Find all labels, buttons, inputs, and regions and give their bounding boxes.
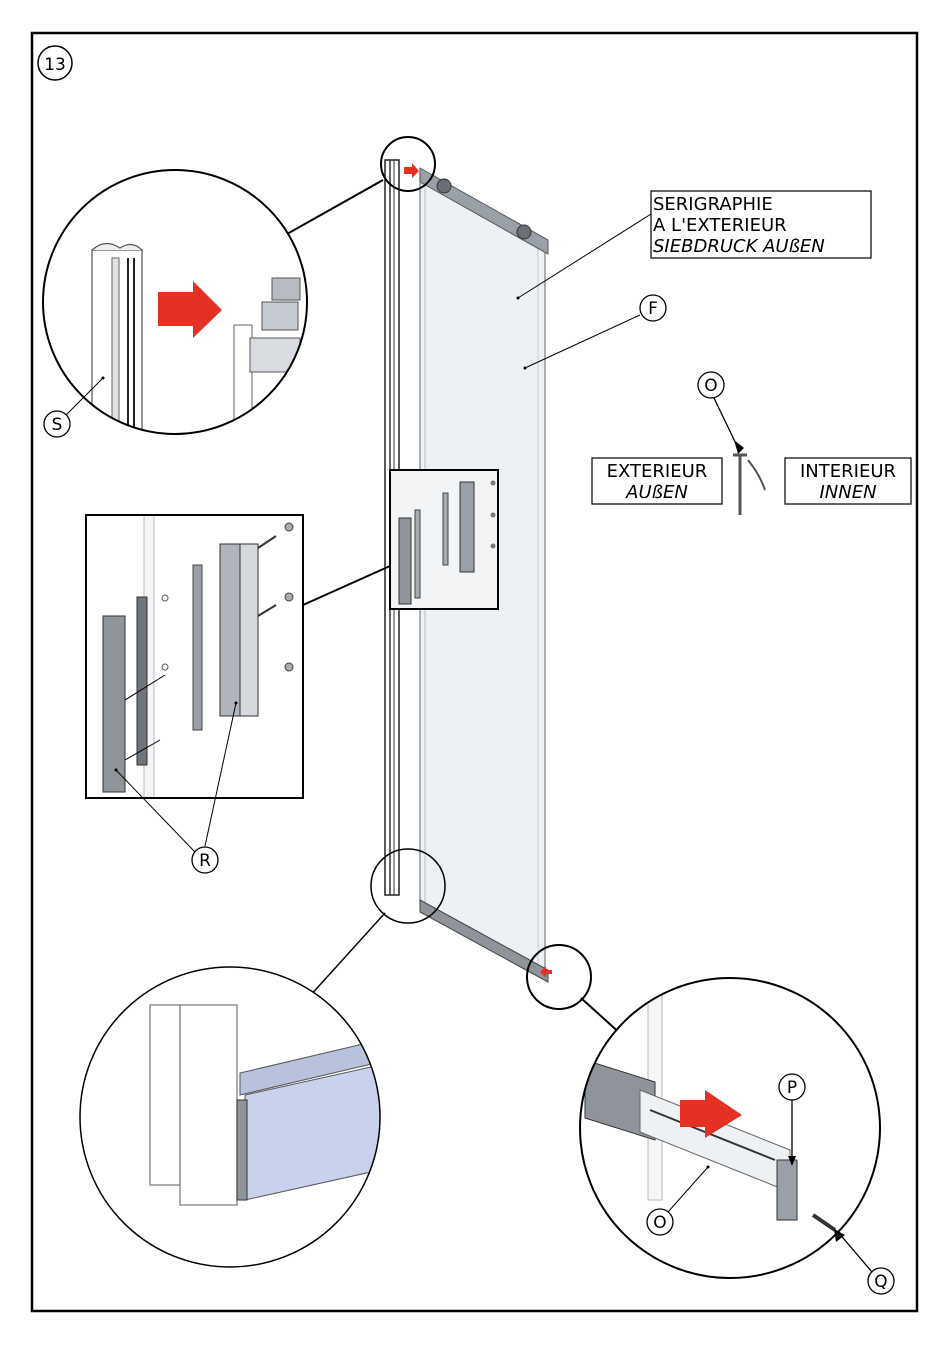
step-number-badge: 13 [38, 46, 72, 80]
step-number: 13 [44, 55, 66, 75]
svg-text:F: F [648, 299, 658, 319]
svg-text:O: O [704, 376, 717, 396]
serigraphy-note: SERIGRAPHIE A L'EXTERIEUR SIEBDRUCK AUßE… [651, 191, 871, 258]
svg-text:Q: Q [874, 1272, 887, 1292]
exterior-note: EXTERIEUR AUßEN [592, 458, 722, 504]
svg-text:R: R [199, 851, 211, 871]
detail-bottom-corner [80, 967, 380, 1267]
exterior-de: AUßEN [625, 482, 688, 503]
interior-note: INTERIEUR INNEN [785, 458, 911, 504]
serigraphy-line3: SIEBDRUCK AUßEN [653, 236, 825, 257]
orientation-sketch [733, 455, 765, 515]
serigraphy-line2: A L'EXTERIEUR [653, 215, 787, 236]
serigraphy-line1: SERIGRAPHIE [653, 194, 773, 215]
callout-q: Q [834, 1229, 894, 1294]
svg-text:O: O [653, 1213, 666, 1233]
detail-handle-exploded [86, 515, 303, 798]
interior-de: INNEN [819, 482, 876, 503]
callout-o-top: O [698, 372, 744, 454]
handle-detail-box [390, 470, 498, 609]
svg-text:S: S [52, 415, 63, 435]
exterior-fr: EXTERIEUR [607, 461, 708, 482]
detail-profile-top [43, 170, 307, 458]
svg-text:P: P [787, 1078, 797, 1098]
interior-fr: INTERIEUR [800, 461, 896, 482]
